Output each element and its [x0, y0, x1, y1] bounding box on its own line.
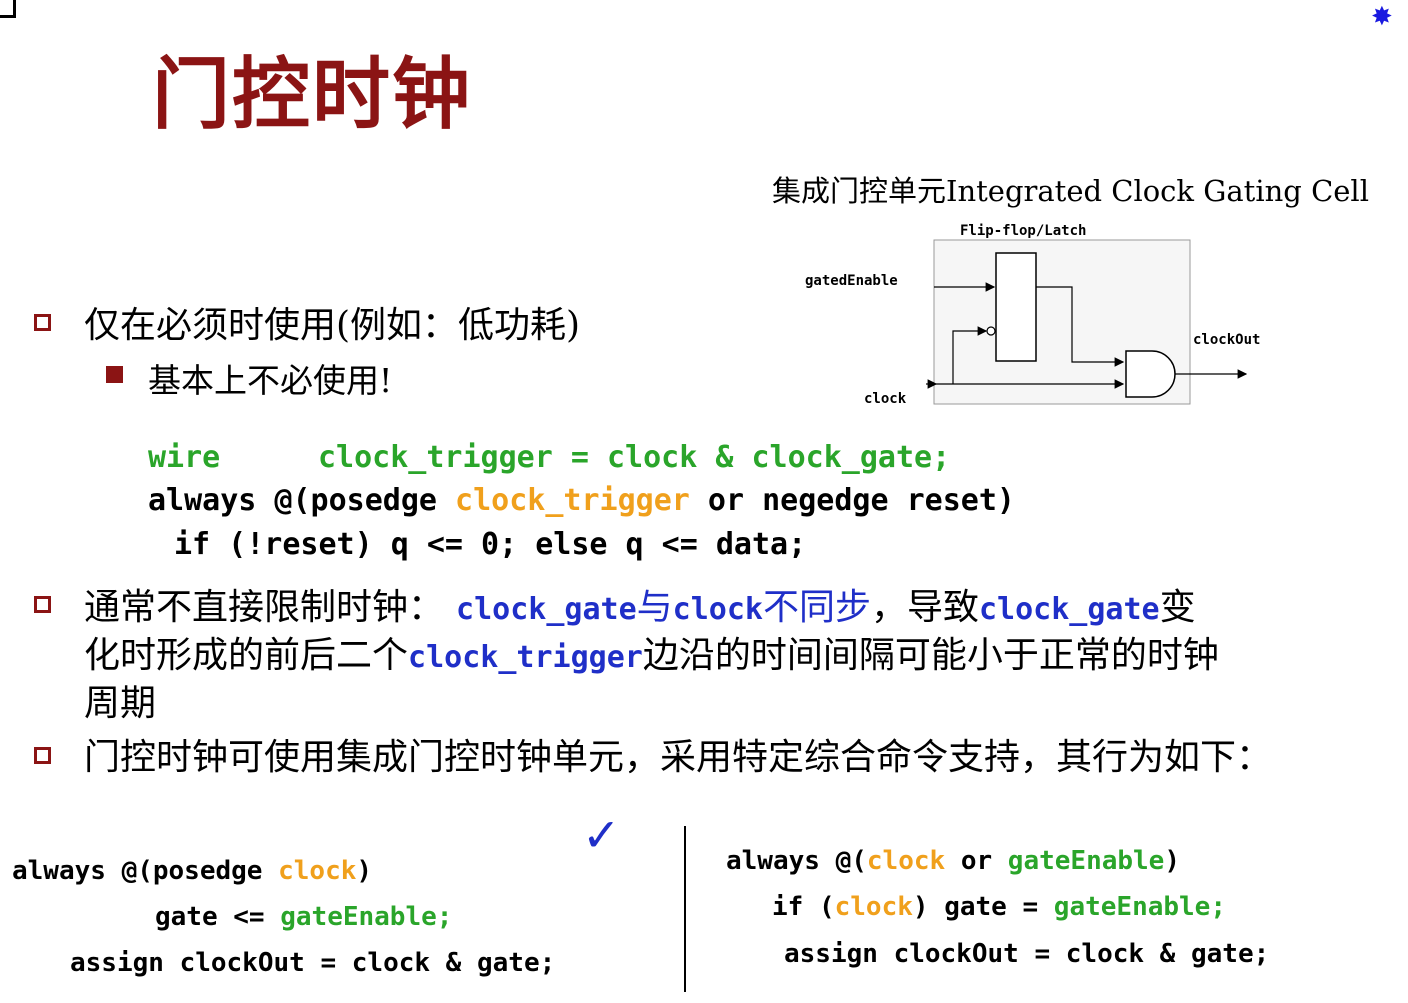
bullet-square-icon — [34, 314, 51, 331]
left-code-line-1: always @(posedge clock) — [12, 856, 373, 886]
page-title: 门控时钟 — [152, 49, 473, 140]
code-if-line: if (!reset) q <= 0; else q <= data; — [174, 527, 807, 562]
bullet-2-line-3: 周期 — [84, 683, 157, 724]
left-code-line-3: assign clockOut = clock & gate; — [70, 948, 556, 978]
icg-diagram: Flip-flop/Latch gatedEnable clock clockO… — [805, 223, 1260, 407]
diagram-caption: 集成门控单元Integrated Clock Gating Cell — [772, 174, 1369, 208]
right-code-line-2: if (clock) gate = gateEnable; — [772, 892, 1226, 922]
corner-bracket-icon — [0, 0, 16, 18]
bullet-1-text: 仅在必须时使用(例如：低功耗) — [84, 305, 581, 346]
clock-to-latch-wire — [952, 326, 988, 384]
bullet-square-icon — [34, 747, 51, 764]
starburst-icon: ✸ — [1371, 2, 1393, 32]
bullet-3-text: 门控时钟可使用集成门控时钟单元，采用特定综合命令支持，其行为如下： — [84, 737, 1273, 778]
latch-out-wire — [1036, 286, 1125, 367]
bullet-square-icon — [34, 596, 51, 613]
code-wire-keyword: wire — [148, 440, 221, 475]
clock-label: clock — [864, 391, 907, 407]
checkmark-icon: ✓ — [582, 808, 621, 862]
code-divider — [684, 826, 686, 992]
latch-block — [995, 252, 1037, 362]
sub-bullet-square-icon — [106, 366, 123, 383]
bullet-1-sub-text: 基本上不必使用! — [148, 361, 393, 400]
right-code-line-1: always @(clock or gateEnable) — [726, 846, 1180, 876]
and-gate — [1125, 350, 1176, 398]
box-label: Flip-flop/Latch — [960, 223, 1086, 239]
code-always-line: always @(posedge clock_trigger or negedg… — [148, 483, 1015, 518]
bullet-2-line-2: 化时形成的前后二个clock_trigger边沿的时间间隔可能小于正常的时钟 — [84, 635, 1219, 676]
left-code-line-2: gate <= gateEnable; — [155, 902, 453, 932]
inverter-bubble — [986, 326, 996, 336]
bullet-2-line-1: 通常不直接限制时钟：clock_gate与clock不同步，导致clock_ga… — [84, 587, 1196, 628]
enable-label: gatedEnable — [805, 273, 898, 289]
output-label: clockOut — [1193, 332, 1260, 348]
code-wire-statement: clock_trigger = clock & clock_gate; — [318, 440, 951, 475]
right-code-line-3: assign clockOut = clock & gate; — [784, 939, 1270, 969]
